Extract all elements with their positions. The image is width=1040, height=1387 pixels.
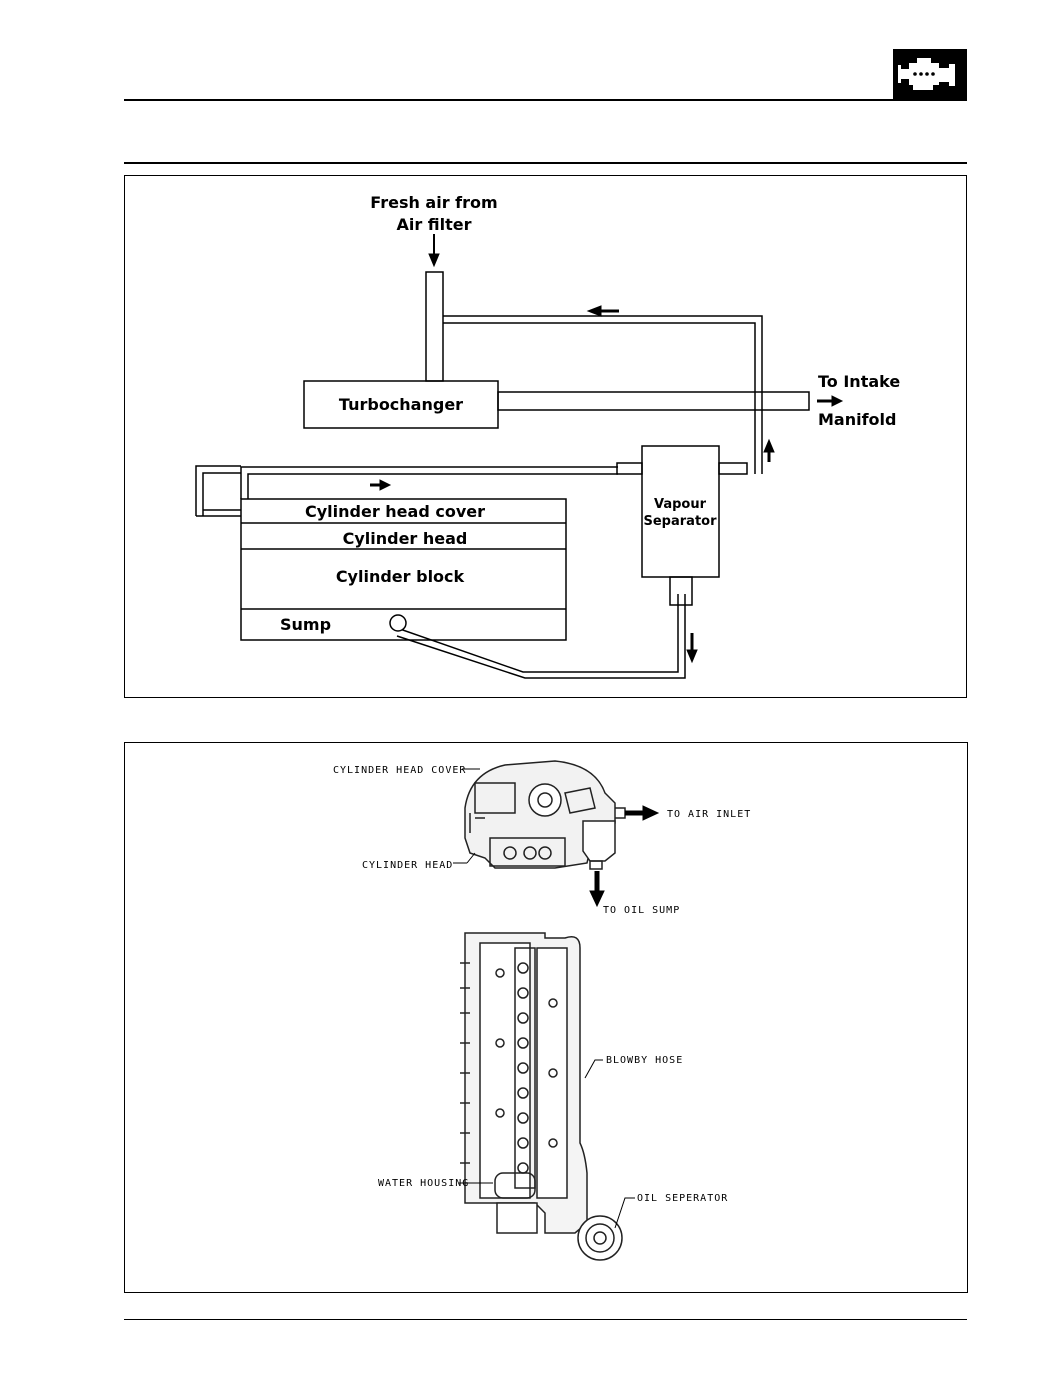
drain-arrow bbox=[686, 649, 698, 664]
head-cover-label: Cylinder head cover bbox=[305, 502, 485, 521]
cylinder-head-label: CYLINDER HEAD bbox=[362, 860, 453, 871]
head-label: Cylinder head bbox=[343, 529, 468, 548]
to-air-inlet-label: TO AIR INLET bbox=[667, 809, 751, 820]
fresh-air-label-1: Fresh air from bbox=[370, 193, 497, 212]
ventilation-flow-diagram: Fresh air from Air filter Turbochanger T… bbox=[124, 175, 967, 698]
cylinder-head-cover-label: CYLINDER HEAD COVER bbox=[333, 765, 466, 776]
engine-stack bbox=[240, 498, 567, 641]
intake-arrow bbox=[831, 395, 844, 407]
return-pipe bbox=[443, 315, 763, 474]
vapour-label-2: Separator bbox=[644, 514, 718, 529]
engine-icon bbox=[898, 58, 955, 90]
sump-label: Sump bbox=[280, 615, 331, 634]
fresh-air-arrow bbox=[428, 253, 440, 268]
vapour-label-1: Vapour bbox=[654, 497, 707, 512]
engine-top-view bbox=[460, 932, 623, 1261]
turbo-label: Turbochanger bbox=[339, 395, 463, 414]
to-oil-sump-label: TO OIL SUMP bbox=[603, 905, 680, 916]
water-housing-label: WATER HOUSING bbox=[378, 1178, 469, 1189]
to-intake-label-2: Manifold bbox=[818, 410, 896, 429]
engine-side-view bbox=[464, 760, 626, 870]
sump-port bbox=[389, 614, 407, 632]
header-rule bbox=[124, 99, 967, 101]
water-housing-shape bbox=[496, 1202, 538, 1234]
section-rule bbox=[124, 162, 967, 164]
oil-separator-label: OIL SEPERATOR bbox=[637, 1193, 728, 1204]
blowby-hose-label: BLOWBY HOSE bbox=[606, 1055, 683, 1066]
breather-pipe bbox=[240, 466, 618, 499]
air-intake-pipe bbox=[425, 271, 444, 382]
up-arrow bbox=[763, 438, 775, 453]
breather-arrow bbox=[379, 479, 392, 491]
drain-pipe bbox=[396, 594, 686, 679]
engine-drawing-svg: CYLINDER HEAD COVER TO AIR INLET CYLINDE… bbox=[333, 760, 751, 1261]
return-arrow bbox=[586, 305, 602, 317]
oil-sump-arrow bbox=[589, 890, 605, 908]
intake-outlet-pipe bbox=[497, 391, 810, 411]
oil-separator-shape bbox=[577, 1215, 623, 1261]
air-inlet-arrow bbox=[642, 805, 660, 821]
engine-logo bbox=[893, 49, 967, 100]
drain-stub bbox=[669, 576, 693, 606]
flow-diagram-svg: Fresh air from Air filter Turbochanger T… bbox=[195, 193, 900, 679]
fresh-air-label-2: Air filter bbox=[396, 215, 471, 234]
block-label: Cylinder block bbox=[336, 567, 465, 586]
to-intake-label-1: To Intake bbox=[818, 372, 900, 391]
footer-rule bbox=[124, 1319, 967, 1320]
engine-drawing-figure: CYLINDER HEAD COVER TO AIR INLET CYLINDE… bbox=[124, 742, 968, 1293]
